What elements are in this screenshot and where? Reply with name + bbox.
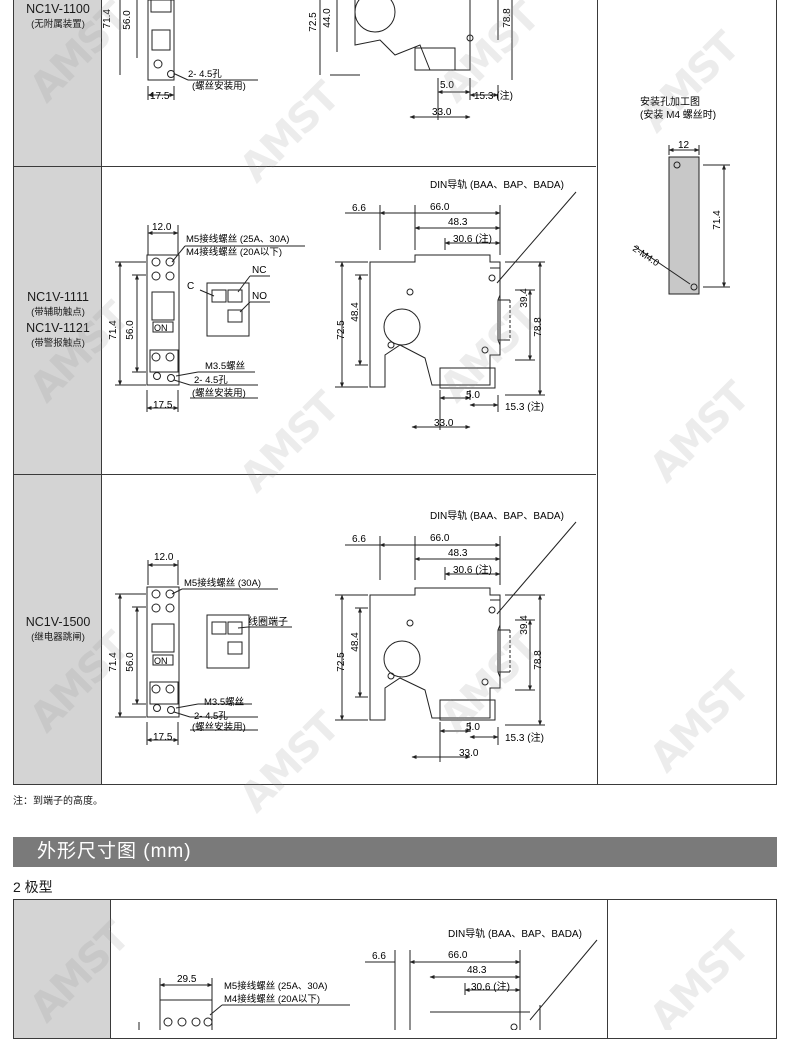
row-divider-1 [14, 166, 596, 167]
hole-label-row3: 2- 4.5孔 [194, 711, 228, 722]
dim-5-0-row1: 5.0 [440, 80, 454, 91]
dim-33-0-row3: 33.0 [459, 748, 479, 759]
dim-30-6-row2: 30.6 (注) [453, 232, 492, 245]
m35-row2: M3.5螺丝 [205, 360, 245, 372]
row-divider-2 [14, 474, 596, 475]
dim-5-0-row3: 5.0 [466, 722, 480, 733]
screw-a-two-pole: M5接线螺丝 (25A、30A) [224, 980, 327, 992]
coil-terminal-label: 线圈端子 [248, 615, 288, 628]
dim-15-3-row2: 15.3 (注) [505, 400, 544, 413]
dim-72-5-row3: 72.5 [336, 652, 347, 672]
on-label-row3: ON [154, 656, 168, 666]
dim-17-5-row1: 17.5 [150, 91, 170, 102]
two-pole-label-column [14, 900, 111, 1038]
dim-71-4-row3: 71.4 [108, 652, 119, 672]
dim-72-5-row1: 72.5 [308, 12, 319, 32]
dim-78-8-row2: 78.8 [533, 317, 544, 337]
dim-33-0-row1: 33.0 [432, 107, 452, 118]
front-view-row2 [115, 225, 305, 412]
side-view-row3 [335, 521, 577, 762]
dim-17-5-row2: 17.5 [153, 400, 173, 411]
mount-hole-drawing [633, 145, 730, 295]
model-label-row3: NC1V-1500 (继电器跳闸) [25, 615, 91, 643]
dim-44-0-row1: 44.0 [322, 8, 333, 28]
screw-a-row2: M5接线螺丝 (25A、30A) [186, 233, 289, 245]
model-label-row2: NC1V-1111 (带辅助触点) NC1V-1121 (带警报触点) [26, 290, 90, 349]
dim-33-0-row2: 33.0 [434, 418, 454, 429]
dim-48-4-row2: 48.4 [350, 302, 361, 322]
dim-39-4-row2: 39.4 [519, 288, 530, 308]
side-view-row1 [319, 0, 513, 120]
din-label-row2: DIN导轨 (BAA、BAP、BADA) [430, 178, 564, 191]
dim-78-8-row1: 78.8 [502, 8, 513, 28]
screw-b-two-pole: M4接线螺丝 (20A以下) [224, 993, 320, 1005]
footnote: 注：到端子的高度。 [13, 796, 103, 807]
dimension-table: NC1V-1100 (无附属装置) NC1V-1111 (带辅助触点) NC1V… [13, 0, 777, 785]
dim-12-0-row3: 12.0 [154, 552, 174, 563]
dim-30-6-two-pole: 30.6 (注) [471, 980, 510, 993]
dim-6-6-two-pole: 6.6 [372, 951, 386, 962]
model-label-row1: NC1V-1100 (无附属装置) [26, 2, 90, 30]
on-label-row2: ON [154, 323, 168, 333]
dim-48-3-row3: 48.3 [448, 548, 468, 559]
dim-30-6-row3: 30.6 (注) [453, 563, 492, 576]
dim-48-3-two-pole: 48.3 [467, 965, 487, 976]
mount-subtitle: (安装 M4 螺丝时) [640, 108, 716, 121]
nc-label: NC [252, 265, 266, 276]
screw-b-row2: M4接线螺丝 (20A以下) [186, 246, 282, 258]
model-label-column [14, 0, 102, 784]
hole-label-row2: 2- 4.5孔 [194, 375, 228, 386]
dim-71-4-row2: 71.4 [108, 320, 119, 340]
dim-15-3-row3: 15.3 (注) [505, 731, 544, 744]
dim-12-0-row2: 12.0 [152, 222, 172, 233]
dim-48-4-row3: 48.4 [350, 632, 361, 652]
hole-use-row3: (螺丝安装用) [192, 721, 246, 733]
front-view-row3 [115, 560, 292, 745]
dim-66-0-row3: 66.0 [430, 533, 450, 544]
dim-48-3-row2: 48.3 [448, 217, 468, 228]
mount-dim-71-4: 71.4 [712, 210, 723, 230]
side-view-row2 [335, 191, 577, 430]
no-label: NO [252, 291, 267, 302]
dim-78-8-row3: 78.8 [533, 650, 544, 670]
dim-5-0-row2: 5.0 [466, 390, 480, 401]
c-label: C [187, 281, 194, 292]
hole-use-row2: (螺丝安装用) [192, 387, 246, 399]
dim-71-4-row1: 71.4 [102, 9, 113, 29]
m35-row3: M3.5螺丝 [204, 696, 244, 708]
din-label-two-pole: DIN导轨 (BAA、BAP、BADA) [448, 927, 582, 940]
front-view-row1 [119, 0, 258, 100]
mount-column-divider [597, 0, 598, 784]
din-label-row3: DIN导轨 (BAA、BAP、BADA) [430, 509, 564, 522]
dim-6-6-row3: 6.6 [352, 534, 366, 545]
hole-label-row1: 2- 4.5孔 [188, 69, 222, 80]
dim-17-5-row3: 17.5 [153, 732, 173, 743]
section-title: 外形尺寸图 (mm) [13, 837, 777, 867]
mount-title: 安装孔加工图 [640, 95, 700, 108]
mount-dim-12: 12 [678, 140, 690, 151]
dim-56-0-row3: 56.0 [125, 652, 136, 672]
dim-15-3-row1: 15.3 (注) [474, 89, 513, 102]
dim-72-5-row2: 72.5 [336, 320, 347, 340]
two-pole-mount-divider [607, 900, 608, 1038]
screw-30a-row3: M5接线螺丝 (30A) [184, 577, 261, 589]
dim-66-0-row2: 66.0 [430, 202, 450, 213]
dim-39-4-row3: 39.4 [519, 615, 530, 635]
dim-6-6-row2: 6.6 [352, 203, 366, 214]
dim-66-0-two-pole: 66.0 [448, 950, 468, 961]
hole-use-row1: (螺丝安装用) [192, 80, 246, 92]
dim-29-5: 29.5 [177, 974, 197, 985]
dim-56-0-row2: 56.0 [125, 320, 136, 340]
dim-56-0-row1: 56.0 [122, 10, 133, 30]
two-pole-subheading: 2 极型 [13, 879, 53, 895]
